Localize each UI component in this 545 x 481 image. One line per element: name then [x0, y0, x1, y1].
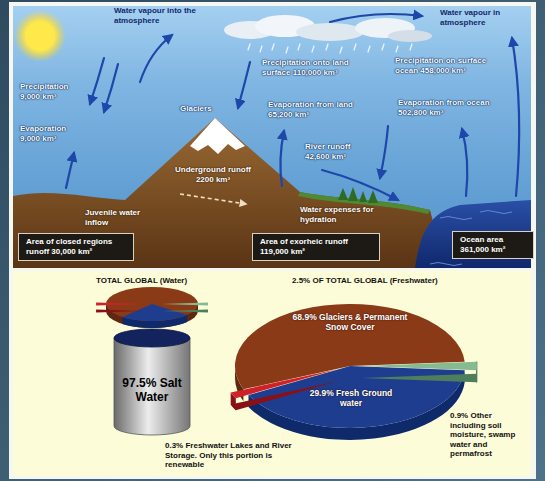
sun-glow [14, 10, 66, 62]
vapour-arrow [140, 35, 172, 82]
tree [348, 187, 358, 201]
precipitation-arrow [238, 62, 250, 108]
total-water-pie [96, 287, 208, 328]
tree [338, 188, 348, 200]
sun [26, 22, 54, 50]
pie-slice-side [362, 374, 477, 383]
chart-panel [13, 271, 531, 476]
precipitation-arrow [380, 126, 388, 178]
region-box: Area of closed regions runoff 30,000 km² [18, 233, 134, 261]
wave [430, 263, 462, 266]
clouds [224, 15, 432, 42]
evaporation-arrow [280, 131, 284, 186]
pie-slice [96, 303, 142, 306]
box-text: Area of exorheic runoff 119,000 km² [260, 237, 372, 256]
flow-label: Evaporation from land 65,200 km³ [268, 100, 368, 119]
flow-label: Water expenses for hydration [300, 205, 382, 224]
slice-label: 29.9% Fresh Ground water [305, 388, 397, 408]
sky [13, 6, 531, 268]
pie-slice-side [96, 310, 142, 313]
feature-label: Glaciers [180, 104, 220, 114]
wave [440, 217, 472, 220]
flow-label: Evaporation from ocean 502,800 km³ [398, 98, 506, 117]
river-arrow [322, 170, 398, 200]
precipitation-arrow [104, 64, 118, 112]
cylinder-top [114, 329, 190, 347]
flow-label: Precipitation on surface ocean 458,000 k… [395, 56, 507, 75]
pie-slice [162, 303, 208, 306]
underground-arrow [180, 194, 246, 204]
box-text: Area of closed regions runoff 30,000 km² [26, 237, 126, 256]
pie-slice [122, 304, 187, 321]
snow-cap [190, 118, 245, 154]
chart-title: 2.5% OF TOTAL GLOBAL (Freshwater) [292, 276, 482, 286]
precipitation-arrow [90, 58, 104, 104]
slice-label: 68.9% Glaciers & Permanent Snow Cover [290, 312, 410, 332]
wave [480, 211, 512, 214]
cylinder-body [114, 338, 190, 435]
trees [338, 187, 378, 203]
freshwater-pie [231, 304, 477, 440]
pie-slice-side [162, 310, 208, 313]
evaporation-arrow [462, 129, 467, 196]
cloud [296, 23, 364, 41]
salt-water-cylinder: 97.5% Salt Water [112, 328, 192, 436]
flow-label: Precipitation 9,000 km³ [20, 82, 82, 101]
water-cycle-illustration [13, 6, 531, 268]
region-box: Area of exorheic runoff 119,000 km² [252, 233, 380, 261]
land [13, 118, 445, 268]
region-box: Ocean area 361,000 km² [452, 231, 534, 259]
flow-arrows [66, 14, 519, 200]
flow-label: River runoff 42,600 km³ [305, 142, 375, 161]
picture-frame [9, 2, 536, 479]
tree [368, 190, 378, 203]
evaporation-arrow [66, 153, 74, 188]
flow-label: Water vapour into the atmosphere [114, 6, 206, 25]
flow-label: Evaporation 9,000 km³ [20, 124, 82, 143]
vapour-arrow [330, 14, 422, 22]
flow-label: Juvenile water inflow [85, 208, 157, 227]
pie-slice [362, 362, 477, 371]
slice-note: 0.9% Other including soil moisture, swam… [450, 411, 528, 459]
box-text: 97.5% Salt Water [119, 377, 185, 405]
tree [359, 191, 367, 202]
rain [248, 44, 412, 53]
flow-label: Precipitation onto land surface 110,000 … [262, 58, 374, 77]
cloud [388, 30, 432, 42]
evaporation-arrow [512, 38, 519, 196]
chart-title: TOTAL GLOBAL (Water) [96, 276, 226, 286]
box-text: Ocean area 361,000 km² [460, 235, 526, 254]
flow-label: Underground runoff 2200 km³ [168, 165, 258, 184]
rain-drops [248, 44, 412, 53]
flow-label: Water vapour in atmosphere [440, 8, 522, 27]
slice-note: 0.3% Freshwater Lakes and River Storage.… [165, 441, 305, 470]
